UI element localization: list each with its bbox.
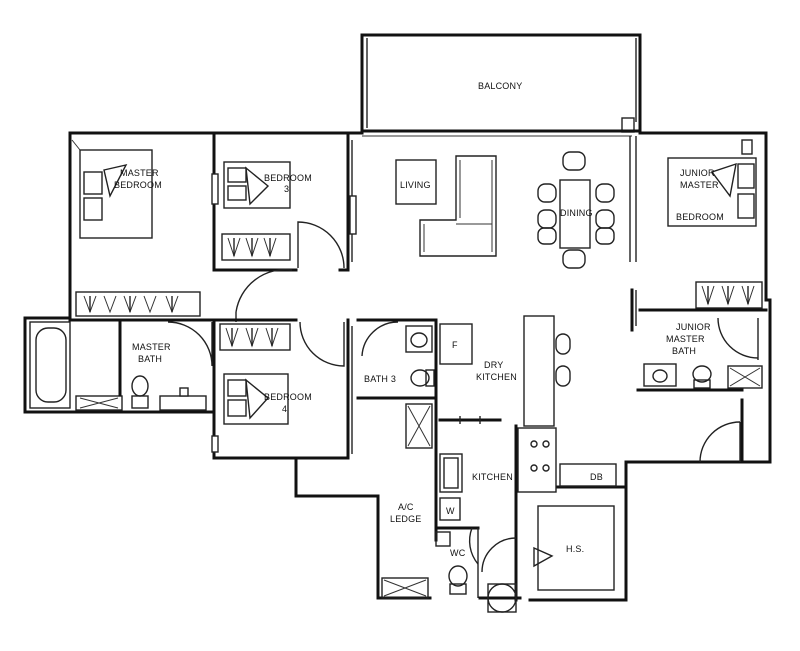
junior-master-bedroom-label-1: JUNIOR [680, 168, 715, 178]
kitchen: KITCHEN DB [439, 424, 617, 602]
master-bath-label-1: MASTER [132, 342, 171, 352]
washer-label: W [446, 506, 455, 516]
db-label: DB [590, 472, 603, 482]
dining-label: DINING [560, 208, 593, 218]
bath-3: BATH 3 [356, 318, 438, 460]
household-shelter: H.S. [533, 505, 615, 591]
bath-3-label: BATH 3 [364, 374, 396, 384]
kitchen-label: KITCHEN [472, 472, 513, 482]
junior-master-bedroom-label-3: BEDROOM [676, 212, 724, 222]
master-bath-label-2: BATH [138, 354, 162, 364]
junior-master-bath-label-3: BATH [672, 346, 696, 356]
ac-ledge-label-2: LEDGE [390, 514, 422, 524]
dry-kitchen: F DRY KITCHEN [438, 315, 571, 427]
bedroom-3-label-1: BEDROOM [264, 173, 312, 183]
balcony: BALCONY [360, 33, 642, 133]
dry-kitchen-label-1: DRY [484, 360, 503, 370]
master-bath: MASTER BATH [29, 318, 216, 414]
master-bedroom: MASTER BEDROOM [68, 131, 216, 322]
ac-ledge-label-1: A/C [398, 502, 414, 512]
junior-master-bedroom: JUNIOR MASTER BEDROOM [630, 139, 768, 332]
bedroom-3-label-2: 3 [284, 184, 289, 194]
dry-kitchen-label-2: KITCHEN [476, 372, 517, 382]
hs-label: H.S. [566, 544, 584, 554]
living-label: LIVING [400, 180, 431, 190]
living-dining: LIVING DINING [395, 136, 637, 269]
bedroom-4: BEDROOM 4 [211, 318, 353, 460]
bedroom-4-label-2: 4 [282, 404, 287, 414]
junior-master-bath-label-1: JUNIOR [676, 322, 711, 332]
bedroom-4-label-1: BEDROOM [264, 392, 312, 402]
balcony-label: BALCONY [478, 81, 522, 91]
junior-master-bedroom-label-2: MASTER [680, 180, 719, 190]
junior-master-bath: JUNIOR MASTER BATH [643, 317, 763, 463]
junior-master-bath-label-2: MASTER [666, 334, 705, 344]
fridge-label: F [452, 340, 458, 350]
wc-label: WC [450, 548, 466, 558]
master-bedroom-label-1: MASTER [120, 168, 159, 178]
corridor [235, 268, 293, 322]
master-bedroom-label-2: BEDROOM [114, 180, 162, 190]
service-area: A/C LEDGE W WC [381, 456, 517, 613]
outer-walls [23, 129, 772, 602]
bedroom-3: BEDROOM 3 [211, 131, 357, 272]
